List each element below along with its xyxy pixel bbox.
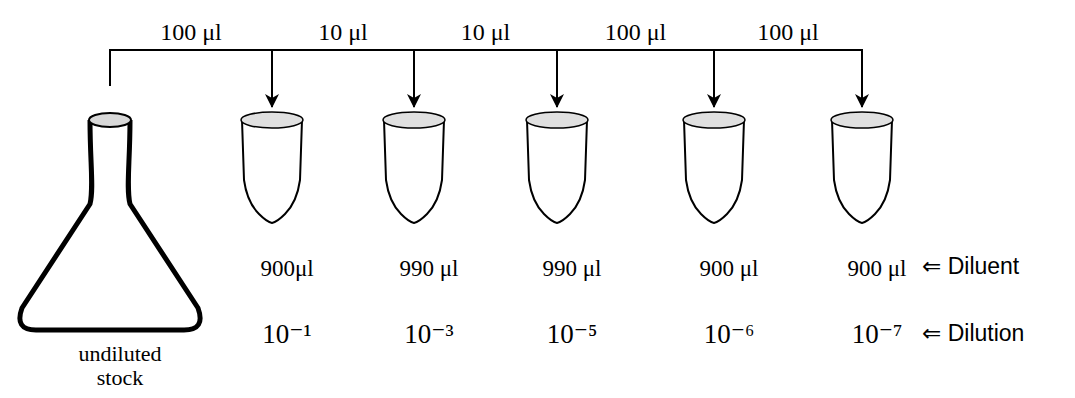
tube-body bbox=[384, 120, 444, 223]
tube-outline bbox=[524, 110, 590, 226]
tube-mouth bbox=[831, 112, 893, 128]
flask-outline bbox=[10, 108, 210, 336]
tube-mouth bbox=[683, 112, 745, 128]
dilution-tube: 990 μl10⁻³ bbox=[344, 110, 484, 360]
stock-flask: undiluted stock bbox=[10, 108, 210, 396]
row-label: ⇐ Dilution bbox=[922, 320, 1024, 347]
transfer-volume: 10 μl bbox=[459, 19, 513, 46]
flask-mouth bbox=[89, 113, 131, 127]
transfer-arrow bbox=[110, 50, 272, 107]
transfer-arrow bbox=[714, 50, 862, 107]
dilution-tube: 900 μl10⁻⁶ bbox=[644, 110, 784, 360]
diluent-volume: 990 μl bbox=[497, 256, 647, 282]
transfer-volume: 100 μl bbox=[158, 19, 224, 46]
dilution-factor: 10⁻⁶ bbox=[654, 318, 804, 350]
tube-outline bbox=[681, 110, 747, 226]
transfer-arrow bbox=[272, 50, 414, 107]
transfer-volume: 100 μl bbox=[603, 19, 669, 46]
dilution-tube: 990 μl10⁻⁵ bbox=[487, 110, 627, 360]
flask-body bbox=[20, 120, 200, 330]
transfer-volume: 100 μl bbox=[755, 19, 821, 46]
tube-outline bbox=[829, 110, 895, 226]
dilution-tube: 900 μl10⁻⁷ bbox=[792, 110, 932, 360]
dilution-factor: 10⁻⁵ bbox=[497, 318, 647, 350]
dilution-factor: 10⁻³ bbox=[354, 318, 504, 350]
tube-outline bbox=[239, 110, 305, 226]
diluent-volume: 900 μl bbox=[654, 256, 804, 282]
dilution-tube: 900μl10⁻¹ bbox=[202, 110, 342, 360]
tube-outline bbox=[381, 110, 447, 226]
tube-body bbox=[684, 120, 744, 223]
stock-label: undiluted stock bbox=[55, 342, 185, 390]
tube-mouth bbox=[241, 112, 303, 128]
transfer-volume: 10 μl bbox=[316, 19, 370, 46]
diluent-volume: 900μl bbox=[212, 256, 362, 282]
tube-body bbox=[242, 120, 302, 223]
tube-body bbox=[832, 120, 892, 223]
tube-body bbox=[527, 120, 587, 223]
row-label: ⇐ Diluent bbox=[922, 253, 1019, 280]
transfer-arrow bbox=[414, 50, 557, 107]
dilution-factor: 10⁻¹ bbox=[212, 318, 362, 350]
tube-mouth bbox=[383, 112, 445, 128]
tube-mouth bbox=[526, 112, 588, 128]
diluent-volume: 990 μl bbox=[354, 256, 504, 282]
transfer-arrow bbox=[557, 50, 714, 107]
